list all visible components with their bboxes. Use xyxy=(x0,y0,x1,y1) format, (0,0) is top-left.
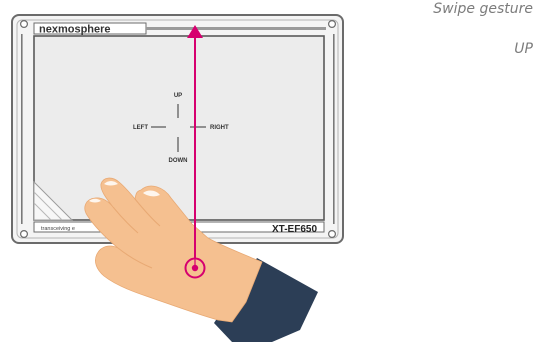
mounting-hole-icon xyxy=(328,230,337,239)
direction-up-label: UP xyxy=(174,93,182,99)
direction-indicator: UP DOWN LEFT RIGHT xyxy=(133,93,229,164)
direction-left-label: LEFT xyxy=(133,125,148,131)
finger-line xyxy=(112,206,139,234)
touch-point-inner xyxy=(191,264,199,272)
finger-line xyxy=(117,247,153,269)
gesture-caption-direction: UP xyxy=(514,41,533,57)
fingernail xyxy=(143,190,160,197)
tagline-text: transceiving e xyxy=(41,226,75,232)
model-label: XT-EF650 xyxy=(272,224,317,235)
arrow-head-icon xyxy=(187,25,203,38)
mounting-hole-icon xyxy=(328,20,337,29)
mounting-hole-icon xyxy=(20,20,29,29)
sensing-panel xyxy=(33,35,325,221)
gesture-caption-title: Swipe gesture xyxy=(433,1,533,17)
swipe-up-arrow xyxy=(184,25,206,279)
vent-strip-left xyxy=(20,34,23,224)
direction-right-label: RIGHT xyxy=(210,125,229,131)
hand-icon xyxy=(84,177,318,342)
film-line xyxy=(33,202,52,221)
top-bar-line xyxy=(146,27,326,30)
vent-strip-right xyxy=(333,34,336,224)
palm xyxy=(84,177,263,323)
fingernail xyxy=(89,198,101,203)
finger-line xyxy=(134,198,161,227)
direction-down-label: DOWN xyxy=(169,158,188,164)
sleeve xyxy=(214,258,318,342)
film-line xyxy=(33,191,63,221)
fingernail xyxy=(104,181,118,186)
protective-film-corner xyxy=(33,180,74,221)
mounting-hole-icon xyxy=(20,230,29,239)
brand-logo: nexmosphere xyxy=(39,24,111,36)
